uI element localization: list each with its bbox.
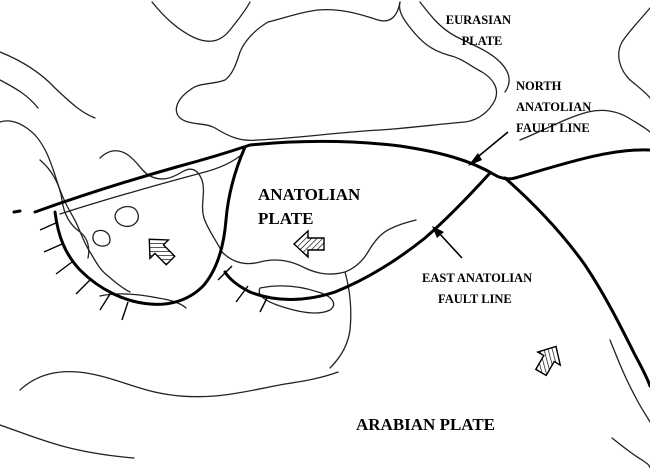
east-fault-pointer bbox=[432, 226, 463, 259]
north-africa-coast bbox=[19, 370, 339, 398]
black-sea-north-coast bbox=[267, 1, 401, 23]
gulf-coast bbox=[609, 339, 650, 423]
north-anatolian-fault bbox=[33, 139, 650, 214]
west-anatolian-arc bbox=[53, 145, 247, 306]
anatolian-plate-label: ANATOLIAN PLATE bbox=[258, 185, 365, 228]
arabian-plate-label: ARABIAN PLATE bbox=[356, 415, 495, 434]
arabian-motion-arrow bbox=[534, 345, 562, 377]
east-anatolian-fault-label: EAST ANATOLIAN FAULT LINE bbox=[422, 271, 535, 306]
west-coast bbox=[0, 120, 131, 293]
crete-coast bbox=[99, 293, 187, 309]
cyprus-coast bbox=[258, 285, 335, 314]
greece-contour bbox=[39, 159, 90, 259]
north-anatolian-fault-label: NORTH ANATOLIAN FAULT LINE bbox=[516, 79, 594, 135]
caspian-contour bbox=[618, 7, 650, 99]
eurasian-plate-label: EURASIAN PLATE bbox=[446, 13, 514, 48]
aegean-coast bbox=[99, 150, 223, 253]
north-coast-contour bbox=[151, 1, 251, 42]
levant-coast bbox=[329, 271, 352, 369]
aegean-island-a bbox=[114, 205, 139, 228]
northeast-coast-contour bbox=[419, 1, 510, 93]
subduction-ticks bbox=[39, 221, 269, 321]
aegean-island-b bbox=[92, 229, 111, 247]
gulf-coast-b bbox=[611, 437, 650, 468]
black-sea-coast bbox=[175, 1, 498, 142]
secondary-fault-west bbox=[59, 155, 241, 215]
europe-contour-b bbox=[0, 79, 39, 109]
caucasus-contour bbox=[519, 109, 650, 141]
anatolian-motion-arrow bbox=[292, 229, 325, 259]
europe-contour-a bbox=[0, 51, 96, 119]
zagros-fault bbox=[503, 176, 650, 388]
left-edge-mark bbox=[12, 209, 22, 214]
aegean-motion-arrow bbox=[148, 238, 176, 266]
north-fault-pointer bbox=[468, 131, 509, 166]
red-sea-coast bbox=[0, 424, 135, 459]
